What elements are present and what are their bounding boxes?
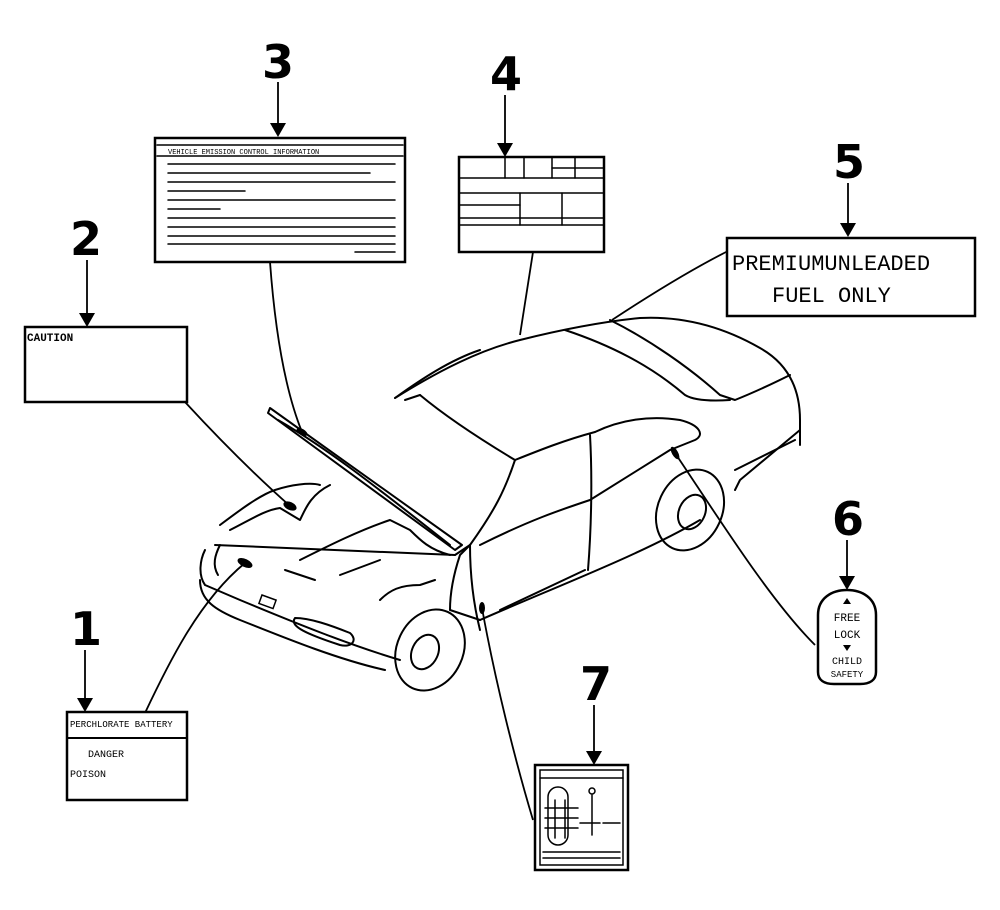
battery-warning-label: PERCHLORATE BATTERY DANGER POISON [65, 710, 189, 802]
callout-5[interactable]: 5 PREMIUMUNLEADED FUEL ONLY [725, 135, 977, 318]
callout-3[interactable]: 3 VEHICLE EMISSION CONTROL INFORMATION [153, 35, 407, 264]
callout-number-1: 1 [70, 602, 102, 656]
label-2-caution: CAUTION [27, 333, 73, 345]
label-6-lock: LOCK [834, 630, 861, 642]
label-1-header: PERCHLORATE BATTERY [70, 720, 173, 730]
shift-pattern-label [533, 763, 630, 872]
label-3-text-lines [167, 163, 396, 253]
callout-7[interactable]: 7 [533, 657, 630, 872]
fuel-label: PREMIUMUNLEADED FUEL ONLY [725, 236, 977, 318]
child-safety-lock-label: FREE LOCK CHILD SAFETY [816, 588, 878, 686]
vehicle-info-label [457, 155, 606, 254]
leader-lines [144, 249, 816, 821]
callout-number-2: 2 [70, 212, 102, 266]
callout-1[interactable]: 1 PERCHLORATE BATTERY DANGER POISON [65, 602, 189, 802]
label-1-danger: DANGER [88, 750, 124, 761]
label-1-poison: POISON [70, 770, 106, 781]
label-5-line-2: FUEL ONLY [772, 284, 891, 309]
caution-label: CAUTION [23, 325, 189, 404]
emission-info-label: VEHICLE EMISSION CONTROL INFORMATION [153, 136, 407, 264]
callout-4[interactable]: 4 [457, 47, 606, 254]
callout-6[interactable]: 6 FREE LOCK CHILD SAFETY [816, 492, 878, 686]
label-6-child: CHILD [832, 657, 862, 668]
callout-number-7: 7 [580, 657, 612, 711]
label-3-header: VEHICLE EMISSION CONTROL INFORMATION [168, 149, 319, 157]
label-6-free: FREE [834, 613, 861, 625]
label-5-line-1: PREMIUMUNLEADED [732, 252, 930, 277]
callout-number-3: 3 [262, 35, 294, 89]
car-outline [199, 316, 801, 692]
callout-2[interactable]: 2 CAUTION [23, 212, 189, 404]
label-6-safety: SAFETY [831, 670, 864, 680]
callout-number-4: 4 [490, 47, 522, 101]
callout-number-5: 5 [833, 135, 865, 189]
callout-number-6: 6 [832, 492, 864, 546]
